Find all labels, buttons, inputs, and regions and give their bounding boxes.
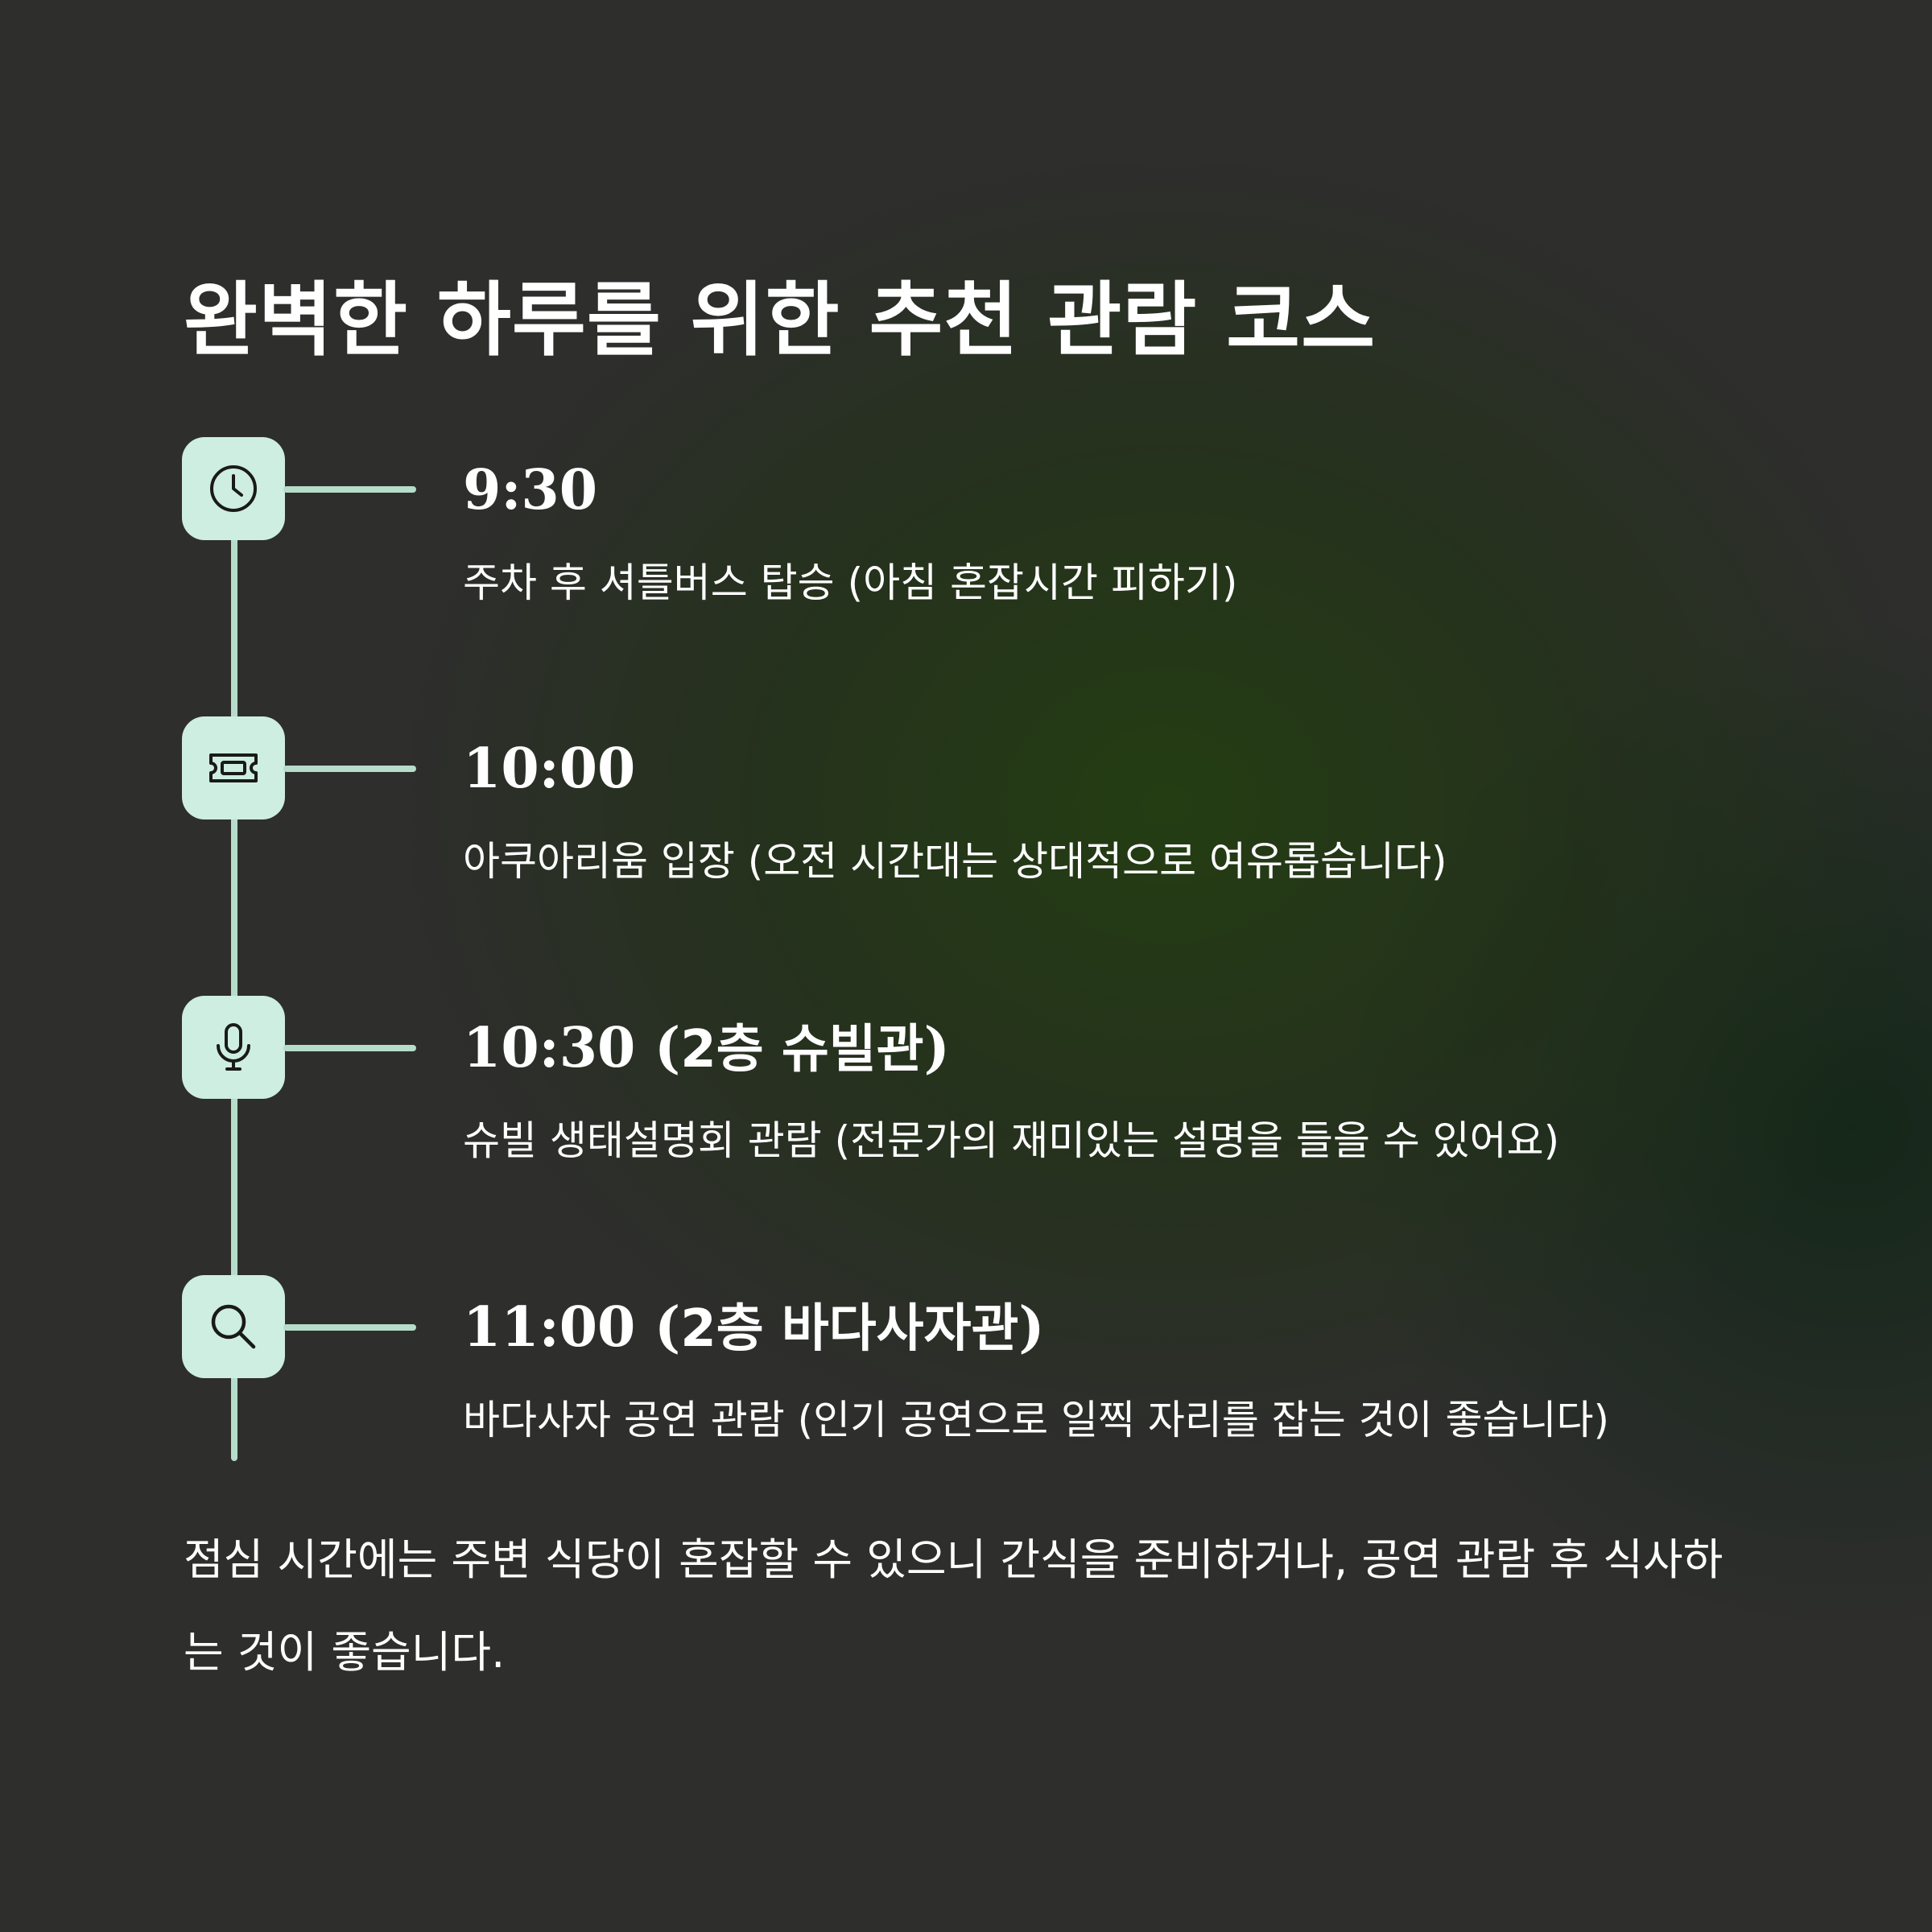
timeline-connector bbox=[283, 1045, 416, 1051]
step-description: 슈빌 생태설명회 관람 (전문가의 재미있는 설명을 들을 수 있어요) bbox=[463, 1117, 1560, 1164]
paren-close: ) bbox=[923, 1016, 950, 1080]
step-location: 2층 바다사자관 bbox=[680, 1299, 1019, 1359]
page-title: 완벽한 하루를 위한 추천 관람 코스 bbox=[184, 273, 1377, 367]
search-icon-badge bbox=[182, 1275, 285, 1378]
paren-open: ( bbox=[654, 1016, 681, 1080]
microphone-icon-badge bbox=[182, 996, 285, 1099]
search-icon bbox=[211, 1304, 256, 1349]
step-description: 아쿠아리움 입장 (오전 시간대는 상대적으로 여유롭습니다) bbox=[463, 838, 1447, 885]
clock-icon bbox=[210, 465, 257, 512]
microphone-icon bbox=[217, 1023, 250, 1071]
paren-open: ( bbox=[654, 1295, 681, 1360]
step-time-value: 10:00 bbox=[463, 737, 636, 801]
step-time: 10:00 bbox=[463, 739, 635, 799]
ticket-icon bbox=[209, 753, 258, 782]
timeline-connector bbox=[283, 766, 416, 772]
step-location: 2층 슈빌관 bbox=[680, 1020, 924, 1080]
ticket-icon-badge bbox=[182, 716, 285, 819]
step-time: 9:30 bbox=[463, 460, 597, 521]
step-time-value: 11:00 bbox=[463, 1295, 636, 1360]
clock-icon-badge bbox=[182, 437, 285, 540]
footer-note: 점심 시간에는 주변 식당이 혼잡할 수 있으니 간식을 준비하거나, 공연 관… bbox=[184, 1534, 1724, 1678]
timeline-connector bbox=[283, 486, 416, 493]
step-description: 주차 후 셔틀버스 탑승 (아침 혼잡시간 피하기) bbox=[463, 559, 1238, 606]
step-time-value: 10:30 bbox=[463, 1016, 636, 1080]
step-description: 바다사자 공연 관람 (인기 공연으로 일찍 자리를 잡는 것이 좋습니다) bbox=[463, 1397, 1610, 1443]
step-time-value: 9:30 bbox=[463, 458, 598, 522]
paren-close: ) bbox=[1018, 1295, 1045, 1360]
step-time: 10:30 (2층 슈빌관) bbox=[463, 1018, 950, 1079]
step-time: 11:00 (2층 바다사자관) bbox=[463, 1298, 1045, 1358]
timeline-connector bbox=[283, 1324, 416, 1331]
timeline-line bbox=[231, 515, 237, 1461]
